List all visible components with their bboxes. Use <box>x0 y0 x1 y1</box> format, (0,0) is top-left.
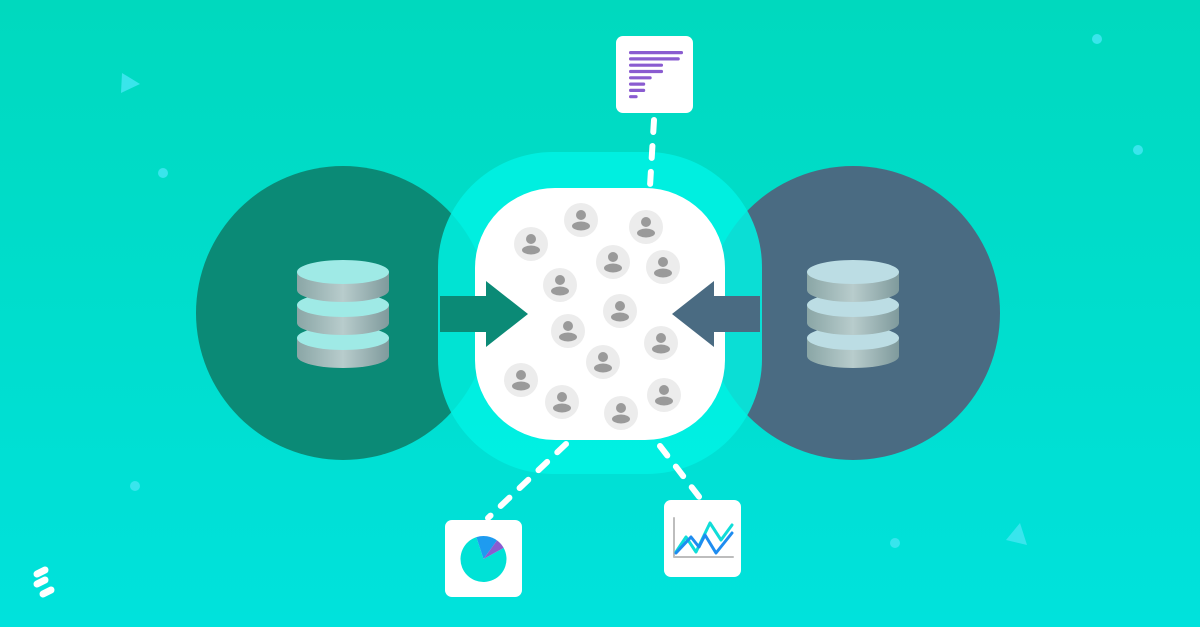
line-chart-icon <box>673 517 734 558</box>
bar <box>629 51 683 55</box>
pie-slice <box>483 540 504 559</box>
person-icon <box>504 363 538 397</box>
pie-chart-icon <box>460 536 507 582</box>
dot-decoration <box>890 538 900 548</box>
dot-decoration <box>1133 145 1143 155</box>
bar <box>629 82 646 86</box>
person-icon <box>629 210 663 244</box>
person-icon <box>603 294 637 328</box>
person-icon <box>646 250 680 284</box>
bar-chart-card <box>616 36 693 113</box>
person-icon <box>514 227 548 261</box>
bar <box>629 76 652 80</box>
bar <box>629 69 664 74</box>
left-arrow <box>440 281 528 347</box>
pie-chart-card <box>445 520 522 597</box>
person-icon <box>545 385 579 419</box>
connector-bottom-right <box>657 443 703 501</box>
connector-top <box>647 117 657 189</box>
connector-bottom-left <box>485 441 569 521</box>
bar <box>629 63 664 67</box>
person-icon <box>543 268 577 302</box>
connectors <box>485 117 703 521</box>
database-icon <box>807 260 899 368</box>
dot-decoration <box>130 481 140 491</box>
database-icon <box>297 260 389 368</box>
person-icon <box>586 345 620 379</box>
person-icon <box>647 378 681 412</box>
triangle-decoration <box>121 73 140 93</box>
people-group <box>504 203 681 430</box>
person-icon <box>564 203 598 237</box>
dot-decoration <box>1092 34 1102 44</box>
person-icon <box>644 326 678 360</box>
stacked-pills-logo <box>33 566 55 598</box>
line-chart-card <box>664 500 741 577</box>
right-arrow <box>672 281 760 347</box>
bar <box>629 95 638 99</box>
triangle-decoration <box>1006 523 1027 545</box>
bar <box>629 88 646 92</box>
person-icon <box>596 245 630 279</box>
decorations <box>121 34 1143 548</box>
person-icon <box>551 314 585 348</box>
bar-chart-icon <box>629 51 683 99</box>
person-icon <box>604 396 638 430</box>
pie-slice <box>460 537 507 582</box>
bar <box>629 57 680 61</box>
pie-slice <box>476 536 498 559</box>
dot-decoration <box>158 168 168 178</box>
